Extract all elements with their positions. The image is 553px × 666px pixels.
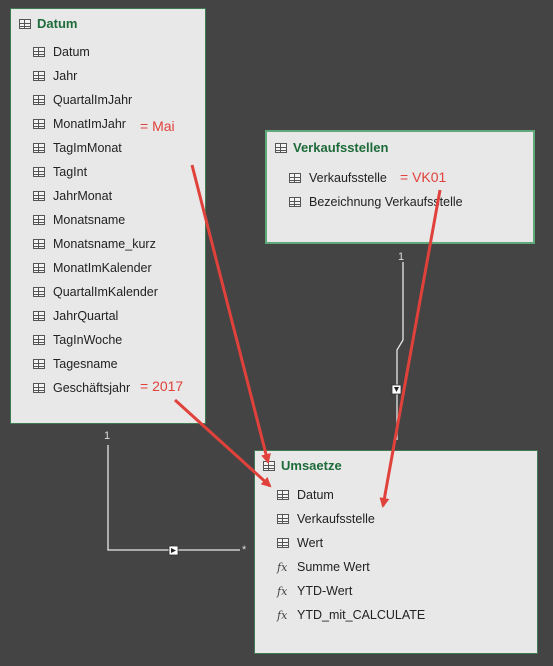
annotation-verkaufsstelle: = VK01 [400,169,447,185]
column-icon [277,514,289,524]
column-icon [33,95,45,105]
field-label: Summe Wert [297,560,370,574]
cardinality-one-verkaufsstellen: 1 [398,251,405,263]
field-row[interactable]: Verkaufsstelle [289,166,463,190]
field-label: Datum [53,45,90,59]
field-label: QuartalImJahr [53,93,133,107]
annotation-geschaeftsjahr: = 2017 [140,378,184,394]
table-verkaufsstellen-title: Verkaufsstellen [293,140,389,155]
field-label: Geschäftsjahr [53,381,131,395]
field-label: TagInt [53,165,88,179]
column-icon [33,119,45,129]
field-label: MonatImKalender [53,261,152,275]
relationship-line-verkaufsstellen[interactable] [396,262,404,440]
field-label: JahrMonat [53,189,113,203]
field-row[interactable]: Monatsname_kurz [33,232,158,256]
column-icon [33,167,45,177]
field-row[interactable]: JahrMonat [33,184,158,208]
table-datum-header[interactable]: Datum [19,16,77,31]
field-label: Verkaufsstelle [309,171,387,185]
column-icon [289,197,301,207]
field-label: TagImMonat [53,141,122,155]
field-label: Bezeichnung Verkaufsstelle [309,195,463,209]
cardinality-many-datum: * [242,544,247,556]
column-icon [33,263,45,273]
annotation-monat: = Mai [140,118,175,134]
annotation-arrow-monat [190,164,271,464]
column-icon [33,239,45,249]
column-icon [33,359,45,369]
field-label: MonatImJahr [53,117,126,131]
measure-icon: fx [277,584,288,598]
column-icon [33,143,45,153]
field-row[interactable]: TagInWoche [33,328,158,352]
field-row[interactable]: MonatImJahr [33,112,158,136]
field-label: Verkaufsstelle [297,512,375,526]
field-label: Monatsname_kurz [53,237,156,251]
field-row[interactable]: MonatImKalender [33,256,158,280]
field-row[interactable]: Datum [277,483,425,507]
field-label: JahrQuartal [53,309,119,323]
field-label: TagInWoche [53,333,123,347]
column-icon [33,71,45,81]
column-icon [33,47,45,57]
measure-icon: fx [277,560,288,574]
field-label: Jahr [53,69,78,83]
column-icon [33,311,45,321]
field-row[interactable]: Tagesname [33,352,158,376]
relationship-line-datum[interactable] [107,445,240,551]
field-label: YTD_mit_CALCULATE [297,608,426,622]
field-row[interactable]: Geschäftsjahr [33,376,158,400]
field-label: Wert [297,536,324,550]
table-icon [19,18,31,29]
field-row[interactable]: Monatsname [33,208,158,232]
table-icon [275,142,287,153]
field-row[interactable]: QuartalImKalender [33,280,158,304]
field-row[interactable]: fx Summe Wert [277,555,425,579]
column-icon [277,538,289,548]
column-icon [33,383,45,393]
annotation-arrow-geschaeftsjahr [173,398,272,488]
field-row[interactable]: Verkaufsstelle [277,507,425,531]
field-row[interactable]: QuartalImJahr [33,88,158,112]
field-label: QuartalImKalender [53,285,158,299]
field-label: Tagesname [53,357,118,371]
field-row[interactable]: TagInt [33,160,158,184]
table-umsaetze-title: Umsaetze [281,458,342,473]
field-row[interactable]: fx YTD-Wert [277,579,425,603]
column-icon [33,335,45,345]
column-icon [33,191,45,201]
table-datum-title: Datum [37,16,78,31]
table-verkaufsstellen-header[interactable]: Verkaufsstellen [275,140,388,155]
column-icon [33,287,45,297]
field-row[interactable]: Wert [277,531,425,555]
field-row[interactable]: Jahr [33,64,158,88]
field-row[interactable]: Bezeichnung Verkaufsstelle [289,190,463,214]
field-label: YTD-Wert [297,584,353,598]
field-label: Monatsname [53,213,126,227]
column-icon [289,173,301,183]
column-icon [33,215,45,225]
field-row[interactable]: JahrQuartal [33,304,158,328]
cardinality-one-datum: 1 [104,430,111,442]
field-row[interactable]: TagImMonat [33,136,158,160]
field-label: Datum [297,488,334,502]
column-icon [277,490,289,500]
measure-icon: fx [277,608,288,622]
field-row[interactable]: fx YTD_mit_CALCULATE [277,603,425,627]
annotation-arrow-verkaufsstelle [379,189,442,508]
field-row[interactable]: Datum [33,40,158,64]
